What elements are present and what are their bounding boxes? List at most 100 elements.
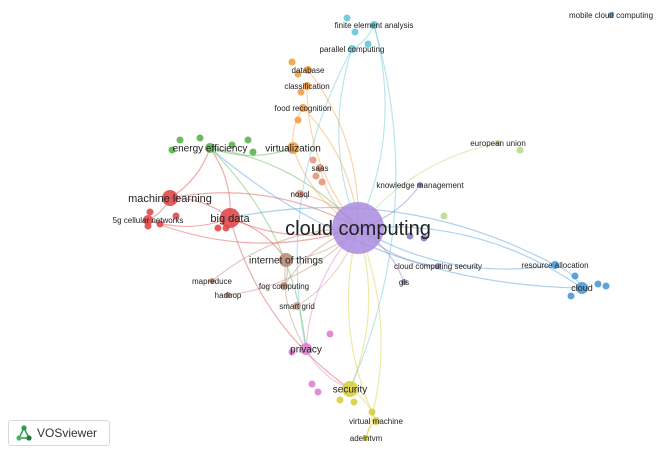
network-node-food-recognition[interactable]: food recognition [275, 104, 332, 113]
node-label: hadoop [215, 291, 242, 300]
network-node-dot [146, 208, 154, 216]
network-node-dot [172, 212, 180, 220]
node-circle [342, 381, 358, 397]
network-node-dot [336, 396, 344, 404]
network-node-dot [288, 348, 296, 356]
network-node-finite-element-analysis[interactable]: finite element analysis [335, 21, 414, 30]
network-node-dot [196, 134, 204, 142]
network-node-fog-computing[interactable]: fog computing [259, 282, 309, 291]
network-link [338, 48, 359, 229]
node-circle [287, 142, 299, 154]
network-node-cloud-computing-security[interactable]: cloud computing security [394, 262, 482, 271]
network-node-dot [244, 136, 252, 144]
network-node-dot [351, 28, 359, 36]
network-link [292, 107, 304, 149]
network-node-dot [567, 292, 575, 300]
network-node-dot [294, 116, 302, 124]
vosviewer-network-icon [16, 425, 32, 441]
node-circle [220, 208, 240, 228]
node-circle [551, 261, 559, 269]
network-node-security[interactable]: security [333, 381, 367, 397]
node-label: classification [284, 82, 329, 91]
node-circle [225, 292, 231, 298]
network-node-dot [364, 40, 372, 48]
network-node-dot [309, 156, 317, 164]
network-node-dot [343, 14, 351, 22]
node-label: resource allocation [521, 261, 588, 270]
network-node-dot [516, 146, 524, 154]
network-node-mapreduce[interactable]: mapreduce [192, 277, 233, 286]
network-node-dot [294, 70, 302, 78]
node-label: cloud computing [285, 218, 431, 240]
network-node-internet-of-things[interactable]: internet of things [249, 253, 323, 267]
node-label: knowledge management [376, 181, 464, 190]
node-circle [296, 190, 304, 198]
network-node-database[interactable]: database [292, 66, 325, 75]
network-node-dot [406, 232, 414, 240]
node-circle [363, 435, 369, 441]
node-label: machine learning [128, 193, 212, 205]
network-node-mobile-cloud-computing[interactable]: mobile cloud computing [569, 11, 653, 20]
network-link [357, 226, 583, 289]
network-link [284, 259, 307, 350]
node-circle [279, 253, 293, 267]
network-link [357, 24, 386, 229]
network-node-parallel-computing[interactable]: parallel computing [320, 45, 385, 54]
network-node-dot [297, 88, 305, 96]
network-node-cloud[interactable]: cloud [571, 282, 593, 294]
network-node-smart-grid[interactable]: smart grid [279, 302, 315, 311]
network-node-saas[interactable]: saas [312, 164, 329, 173]
network-node-european-union[interactable]: european union [470, 139, 526, 148]
network-node-dot [312, 172, 320, 180]
network-node-nosql[interactable]: nosql [290, 190, 309, 199]
node-label: internet of things [249, 256, 323, 267]
network-node-hadoop[interactable]: hadoop [215, 291, 242, 300]
node-label: privacy [290, 345, 322, 356]
network-node-knowledge-management[interactable]: knowledge management [376, 181, 464, 190]
network-node-cloud-computing[interactable]: cloud computing [285, 202, 431, 254]
network-node-dot [288, 58, 296, 66]
network-node-dot [176, 136, 184, 144]
network-node-dot [571, 272, 579, 280]
network-node-dot [350, 398, 358, 406]
node-label: 5g cellular networks [113, 216, 184, 225]
network-link [229, 206, 556, 266]
node-circle [304, 66, 312, 74]
network-node-dot [326, 330, 334, 338]
network-node-machine-learning[interactable]: machine learning [128, 190, 212, 206]
network-node-dot [368, 408, 376, 416]
node-label: finite element analysis [335, 21, 414, 30]
node-circle [401, 279, 407, 285]
network-node-energy-efficiency[interactable]: energy efficiency [173, 143, 248, 155]
network-node-gis[interactable]: gis [399, 278, 409, 287]
network-node-adelntvm[interactable]: adelntvm [350, 434, 383, 443]
node-label: mapreduce [192, 277, 233, 286]
network-node-5g-cellular-networks[interactable]: 5g cellular networks [113, 215, 184, 225]
network-node-virtual-machine[interactable]: virtual machine [349, 417, 403, 426]
vosviewer-logo[interactable]: VOSviewer [8, 420, 110, 446]
node-label: database [292, 66, 325, 75]
network-node-privacy[interactable]: privacy [290, 343, 322, 356]
network-node-classification[interactable]: classification [284, 82, 329, 91]
node-circle [303, 82, 311, 90]
network-node-virtualization[interactable]: virtualization [265, 142, 321, 155]
node-circle [576, 282, 588, 294]
node-label: big data [210, 213, 250, 225]
node-circle [300, 343, 312, 355]
node-label: nosql [290, 190, 309, 199]
node-label: adelntvm [350, 434, 383, 443]
node-circle [162, 190, 178, 206]
network-link [209, 147, 294, 157]
node-circle [332, 202, 384, 254]
network-node-big-data[interactable]: big data [210, 208, 250, 228]
node-circle [293, 302, 301, 310]
network-node-dot [440, 212, 448, 220]
node-label: cloud computing security [394, 262, 482, 271]
node-circle [417, 182, 423, 188]
network-node-resource-allocation[interactable]: resource allocation [521, 261, 588, 270]
node-circle [205, 143, 215, 153]
node-label: parallel computing [320, 45, 385, 54]
node-label: mobile cloud computing [569, 11, 653, 20]
node-label: security [333, 385, 367, 396]
